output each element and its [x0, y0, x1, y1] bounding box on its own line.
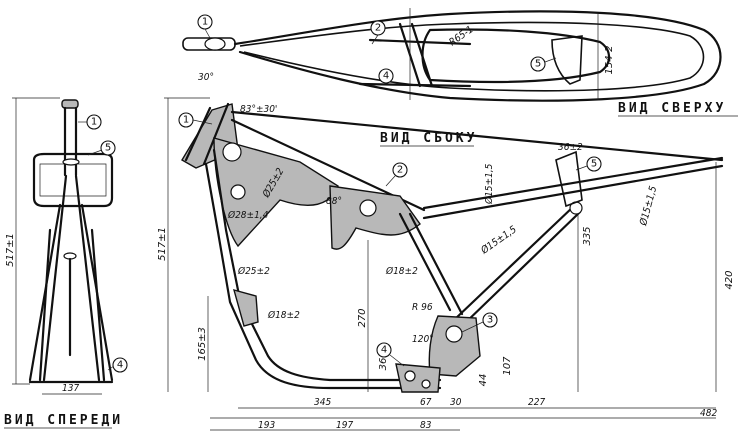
dim-seat-36: 36±2: [558, 142, 583, 153]
dim-30: 30: [450, 397, 462, 408]
dim-345: 345: [314, 397, 331, 408]
top-view: 154-2 R65-1 1 2 4 5 ВИД СВЕРХУ: [182, 8, 738, 117]
svg-text:5: 5: [105, 143, 111, 154]
front-view: 517±1 137 1 5 4 ВИД СПЕРЕДИ: [4, 97, 128, 429]
dim-44: 44: [478, 374, 489, 387]
dim-angle-head: 30°: [198, 72, 214, 83]
dim-front-height: 517±1: [5, 233, 16, 267]
dim-top-radius: R65-1: [447, 24, 475, 48]
callout-5-side: 5: [586, 156, 602, 172]
svg-text:1: 1: [202, 17, 208, 28]
callout-4-top: 4: [378, 68, 394, 84]
dim-420: 420: [724, 270, 735, 289]
dim-angle-88: 88°: [326, 196, 342, 207]
callout-1-side: 1: [178, 112, 194, 128]
dim-335: 335: [582, 226, 593, 245]
dim-front-width: 137: [62, 383, 79, 394]
svg-text:5: 5: [535, 59, 541, 70]
svg-text:4: 4: [381, 345, 387, 356]
dim-r96: R 96: [412, 302, 433, 313]
dim-165: 165±3: [197, 327, 208, 361]
dim-pipe-15b: Ø15±1,5: [478, 223, 519, 257]
callout-4-front: 4: [112, 357, 128, 373]
dim-pipe-15c: Ø15±1,5: [637, 184, 659, 227]
side-view-label: ВИД СБОКУ: [380, 131, 477, 146]
callout-3-side: 3: [482, 312, 498, 328]
dim-pipe-28: Ø28±1,4: [227, 209, 269, 221]
dim-pipe-25b: Ø25±2: [237, 265, 270, 277]
dim-pipe-18: Ø18±2: [267, 309, 300, 321]
dim-270: 270: [357, 308, 368, 327]
svg-text:2: 2: [397, 165, 403, 176]
dim-angle-120: 120°: [412, 334, 434, 345]
dim-angle-rake: 83°±30': [240, 104, 277, 115]
dim-top-width: 154-2: [604, 45, 615, 74]
dim-pipe-18b: Ø18±2: [385, 265, 418, 277]
top-view-label: ВИД СВЕРХУ: [618, 101, 726, 116]
dim-227: 227: [528, 397, 545, 408]
dim-193: 193: [258, 420, 275, 431]
callout-1-front: 1: [86, 114, 102, 130]
dim-83: 83: [420, 420, 432, 431]
svg-text:5: 5: [591, 159, 597, 170]
dim-36: 36: [378, 358, 389, 371]
dim-197: 197: [336, 420, 353, 431]
dim-pipe-15a: Ø15±1,5: [483, 163, 495, 205]
callout-2-top: 2: [370, 20, 386, 36]
dim-482: 482: [700, 408, 717, 419]
dim-side-height: 517±1: [157, 227, 168, 261]
svg-text:2: 2: [375, 23, 381, 34]
front-view-label: ВИД СПЕРЕДИ: [4, 413, 123, 428]
side-view: ВИД СБОКУ: [157, 72, 735, 431]
callout-5-front: 5: [100, 140, 116, 156]
callout-2-side: 2: [392, 162, 408, 178]
svg-text:1: 1: [91, 117, 97, 128]
dim-107: 107: [502, 356, 513, 376]
dim-67: 67: [420, 397, 432, 408]
callout-1-top: 1: [197, 14, 213, 30]
callout-4-side: 4: [376, 342, 392, 358]
callout-5-top: 5: [530, 56, 546, 72]
svg-text:4: 4: [383, 71, 389, 82]
svg-text:1: 1: [183, 115, 189, 126]
svg-text:3: 3: [487, 315, 493, 326]
svg-text:4: 4: [117, 360, 123, 371]
